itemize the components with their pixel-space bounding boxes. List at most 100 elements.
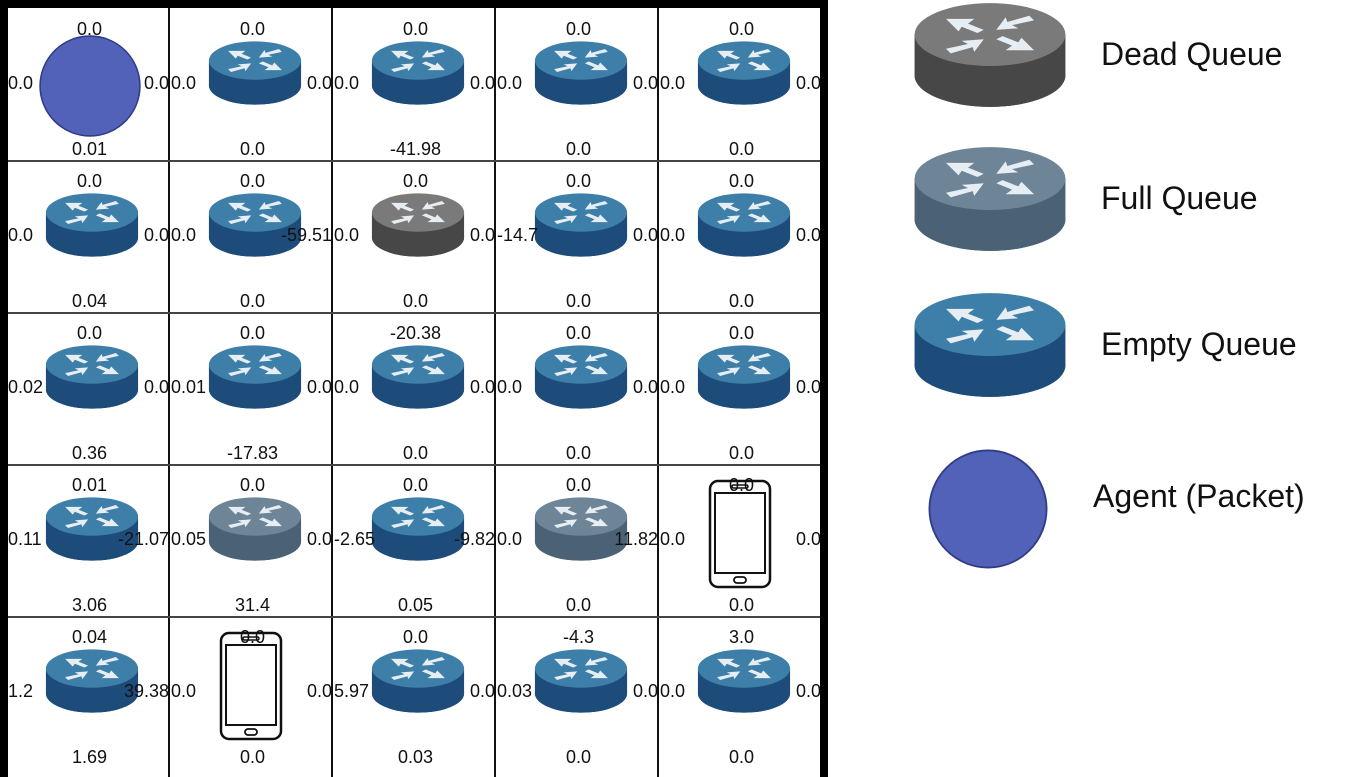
- q-value-bottom: 1.69: [71, 747, 108, 767]
- q-value-left: 0.03: [497, 681, 533, 701]
- q-value-left: 1.2: [8, 681, 34, 701]
- agent-packet-icon: [39, 35, 141, 137]
- q-value-right: 0.0: [795, 377, 821, 397]
- router-arrows-icon: [228, 353, 282, 377]
- q-value-left: 0.0: [8, 73, 34, 93]
- router-arrows-icon: [554, 353, 608, 377]
- q-value-left: -2.65: [334, 529, 376, 549]
- q-value-top: 0.0: [76, 19, 103, 39]
- q-value-right: 0.0: [632, 73, 658, 93]
- empty-queue-icon: [371, 497, 465, 561]
- grid-cell: 0.0 0.01 0.0 0.0: [8, 8, 171, 160]
- router-arrows-icon: [65, 657, 119, 681]
- q-value-top: 0.0: [239, 323, 266, 343]
- router-arrows-icon: [391, 201, 445, 225]
- q-value-top: 0.0: [239, 19, 266, 39]
- q-value-top: -20.38: [389, 323, 442, 343]
- q-value-top: 0.0: [565, 323, 592, 343]
- router-arrows-icon: [946, 15, 1034, 54]
- q-value-left: -14.7: [497, 225, 539, 245]
- empty-queue-icon: [208, 41, 302, 105]
- q-value-top: 0.0: [728, 19, 755, 39]
- router-arrows-icon: [228, 505, 282, 529]
- empty-queue-icon: [534, 345, 628, 409]
- q-value-left: 0.0: [334, 225, 360, 245]
- q-value-top: 0.0: [402, 627, 429, 647]
- q-value-top: 0.01: [71, 475, 108, 495]
- empty-queue-icon: [208, 193, 302, 257]
- router-arrows-icon: [228, 49, 282, 73]
- q-value-bottom: 31.4: [234, 595, 271, 615]
- q-value-left: 0.0: [660, 225, 686, 245]
- empty-queue-icon: [914, 293, 1066, 397]
- q-value-bottom: 0.0: [402, 291, 429, 311]
- q-value-bottom: 0.0: [565, 747, 592, 767]
- q-value-left: 0.0: [497, 377, 523, 397]
- q-value-right: 0.0: [469, 73, 495, 93]
- q-value-left: 0.0: [660, 529, 686, 549]
- q-value-bottom: 0.0: [402, 443, 429, 463]
- q-value-right: 0.0: [143, 73, 169, 93]
- q-value-top: 3.0: [728, 627, 755, 647]
- q-value-bottom: 0.04: [71, 291, 108, 311]
- q-value-bottom: 0.36: [71, 443, 108, 463]
- q-value-top: 0.0: [76, 171, 103, 191]
- q-value-bottom: 0.01: [71, 139, 108, 159]
- router-arrows-icon: [946, 159, 1034, 198]
- router-arrows-icon: [65, 201, 119, 225]
- router-arrows-icon: [717, 49, 771, 73]
- q-value-right: 0.0: [306, 377, 332, 397]
- legend-item-agent: [860, 440, 1360, 569]
- q-value-right: 0.0: [632, 681, 658, 701]
- q-value-right: 0.0: [795, 73, 821, 93]
- q-value-right: 0.0: [795, 681, 821, 701]
- q-value-top: 0.0: [402, 19, 429, 39]
- agent-packet-icon: [928, 449, 1048, 569]
- q-value-left: 0.0: [334, 73, 360, 93]
- q-value-top: 0.0: [728, 475, 755, 495]
- q-value-right: 0.0: [632, 225, 658, 245]
- empty-queue-icon: [371, 41, 465, 105]
- router-arrows-icon: [228, 201, 282, 225]
- q-value-bottom: 0.0: [728, 747, 755, 767]
- q-value-top: 0.0: [76, 323, 103, 343]
- q-value-bottom: -17.83: [226, 443, 279, 463]
- legend-label: Full Queue: [1101, 180, 1258, 216]
- dead-queue-icon: [371, 193, 465, 257]
- dead-queue-icon: [914, 3, 1066, 107]
- router-arrows-icon: [554, 657, 608, 681]
- empty-queue-icon: [45, 497, 139, 561]
- q-value-left: 0.11: [8, 529, 42, 549]
- q-value-right: 0.0: [306, 529, 332, 549]
- router-arrows-icon: [391, 505, 445, 529]
- q-value-top: 0.0: [239, 475, 266, 495]
- router-arrows-icon: [946, 305, 1034, 344]
- q-value-top: 0.0: [728, 171, 755, 191]
- legend-label: Empty Queue: [1101, 326, 1297, 362]
- q-value-right: 0.0: [469, 681, 495, 701]
- q-value-bottom: -41.98: [389, 139, 442, 159]
- grid-divider: [657, 8, 659, 777]
- empty-queue-icon: [45, 649, 139, 713]
- q-value-left: 0.05: [171, 529, 207, 549]
- q-value-bottom: 0.0: [728, 595, 755, 615]
- empty-queue-icon: [534, 649, 628, 713]
- q-value-right: 0.0: [795, 225, 821, 245]
- q-value-left: 0.0: [497, 529, 523, 549]
- router-arrows-icon: [391, 353, 445, 377]
- empty-queue-icon: [697, 345, 791, 409]
- q-value-left: 5.97: [334, 681, 370, 701]
- q-value-bottom: 0.0: [239, 139, 266, 159]
